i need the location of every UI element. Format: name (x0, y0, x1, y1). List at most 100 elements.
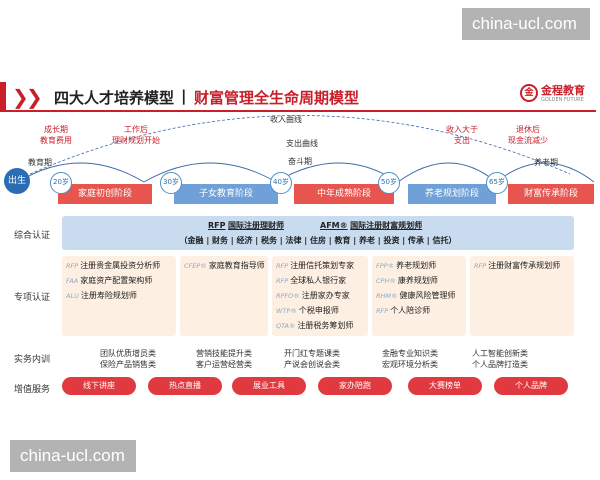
special-cert-code: RFP (276, 277, 289, 285)
logo-english: GOLDEN FUTURE (541, 97, 584, 103)
cert-rfp-code: RFP (208, 221, 226, 230)
row-label-comprehensive: 综合认证 (14, 231, 51, 241)
start-node-birth: 出生 (4, 168, 30, 194)
special-cert-name: 全球私人银行家 (290, 276, 347, 285)
special-cert-code: RFP (276, 262, 289, 270)
special-col-5 (470, 256, 574, 336)
age-node-50: 50岁 (378, 172, 400, 194)
service-live-stream[interactable]: 热点直播 (148, 377, 222, 395)
title-row: ❯ ❯ 四大人才培养模型 | 财富管理全生命周期模型 金 金程教育 GOLDEN… (0, 82, 600, 112)
stage-family-start: 家庭初创阶段 (58, 184, 152, 204)
logo-name: 金程教育 (541, 84, 585, 97)
special-col-4 (372, 256, 466, 336)
age-node-65: 65岁 (486, 172, 508, 194)
special-cert-code: ALU (66, 292, 79, 300)
watermark-bottom: china-ucl.com (10, 440, 136, 472)
stage-pension-planning: 养老规划阶段 (408, 184, 496, 204)
special-col-1 (62, 256, 176, 336)
special-cert-code: RFP (66, 262, 79, 270)
special-cert-name: 注册税务筹划师 (297, 321, 354, 330)
cert-afm: AFM® 国际注册财富规划师 (320, 220, 422, 231)
stage-child-education: 子女教育阶段 (174, 184, 278, 204)
phase-label-retirement: 退休后现金流减少 (508, 125, 548, 145)
special-cert-item: FPP®养老规划师 (376, 260, 436, 271)
age-node-30: 30岁 (160, 172, 182, 194)
title-underline (6, 110, 596, 112)
special-col-2 (180, 256, 268, 336)
row-label-training: 实务内训 (14, 355, 51, 365)
special-cert-name: 注册财富传承规划师 (488, 261, 561, 270)
logo: 金 金程教育 GOLDEN FUTURE (520, 82, 592, 110)
title-separator: | (181, 87, 187, 105)
training-item: 人工智能创新类个人品牌打造类 (472, 349, 528, 369)
special-cert-name: 注册寿险规划师 (80, 291, 137, 300)
service-leaderboard[interactable]: 大赛榜单 (408, 377, 482, 395)
special-cert-code: FAA (66, 277, 79, 285)
special-cert-code: FPP® (376, 262, 395, 270)
cert-subjects: （金融 | 财务 | 经济 | 税务 | 法律 | 住房 | 教育 | 养老 |… (179, 236, 457, 245)
stage-wealth-inheritance: 财富传承阶段 (508, 184, 594, 204)
chevron-right-icon: ❯ (12, 85, 29, 109)
special-cert-code: CFEP® (184, 262, 207, 270)
special-cert-name: 康养规划师 (397, 276, 438, 285)
phase-label-struggle: 奋斗期 (288, 157, 312, 166)
training-item: 开门红专题课类产说会创说会类 (284, 349, 340, 369)
watermark-top: china-ucl.com (462, 8, 590, 40)
stage-middle-age: 中年成熟阶段 (294, 184, 394, 204)
special-cert-item: RHM®健康风险管理师 (376, 290, 456, 301)
special-col-3 (272, 256, 368, 336)
phase-label-education: 教育期 (28, 158, 52, 167)
service-family-office[interactable]: 家办陪跑 (318, 377, 392, 395)
service-offline-lecture[interactable]: 线下讲座 (62, 377, 136, 395)
special-cert-item: WTP®个税申报师 (276, 305, 339, 316)
special-cert-name: 个人陪诊师 (390, 306, 431, 315)
special-cert-code: WTP® (276, 307, 297, 315)
phase-label-work: 工作后理财规划开始 (112, 125, 160, 145)
page-title: 四大人才培养模型 (54, 89, 175, 107)
special-cert-name: 注册信托策划专家 (290, 261, 355, 270)
expense-curve-label: 支出曲线 (286, 139, 318, 148)
special-cert-name: 健康风险管理师 (399, 291, 456, 300)
page-subtitle: 财富管理全生命周期模型 (194, 89, 360, 107)
special-cert-item: QTA®注册税务筹划师 (276, 320, 353, 331)
special-cert-item: CFEP®家庭教育指导师 (184, 260, 265, 271)
expense-arc-4 (397, 162, 497, 183)
income-curve (29, 115, 571, 175)
stage-bar: 家庭初创阶段 子女教育阶段 中年成熟阶段 养老规划阶段 财富传承阶段 (18, 184, 594, 204)
service-business-tools[interactable]: 展业工具 (232, 377, 306, 395)
special-cert-name: 注册贵金属投资分析师 (80, 261, 161, 270)
special-cert-code: RFP (376, 307, 389, 315)
service-personal-brand[interactable]: 个人品牌 (494, 377, 568, 395)
row-label-special: 专项认证 (14, 293, 51, 303)
special-cert-name: 家庭资产配置架构师 (80, 276, 153, 285)
special-cert-code: RHM® (376, 292, 398, 300)
special-cert-name: 养老规划师 (396, 261, 437, 270)
special-cert-code: RFP (474, 262, 487, 270)
special-cert-item: RPFO®注册家办专家 (276, 290, 350, 301)
cert-rfp-name: 国际注册理财师 (228, 221, 285, 230)
special-cert-code: RPFO® (276, 292, 300, 300)
comprehensive-cert-box: RFP 国际注册理财师 AFM® 国际注册财富规划师 （金融 | 财务 | 经济… (62, 216, 574, 250)
expense-arc-5 (495, 162, 595, 183)
cert-afm-code: AFM® (320, 221, 348, 230)
phase-label-income-exceeds: 收入大于支出 (446, 125, 478, 145)
training-item: 营销技能提升类客户运营经营类 (196, 349, 252, 369)
age-node-40: 40岁 (270, 172, 292, 194)
logo-mark-icon: 金 (520, 84, 538, 102)
chevron-right-icon: ❯ (26, 85, 43, 109)
expense-arc-2 (143, 162, 277, 183)
training-item: 金融专业知识类宏观环境分析类 (382, 349, 438, 369)
row-label-value-added: 增值服务 (14, 385, 51, 395)
expense-arc-1 (17, 162, 145, 183)
training-item: 团队优质增员类保险产品销售类 (100, 349, 156, 369)
phase-label-pension: 养老期 (534, 158, 558, 167)
cert-rfp: RFP 国际注册理财师 (208, 220, 284, 231)
special-cert-code: CPH® (376, 277, 396, 285)
special-cert-name: 注册家办专家 (301, 291, 350, 300)
